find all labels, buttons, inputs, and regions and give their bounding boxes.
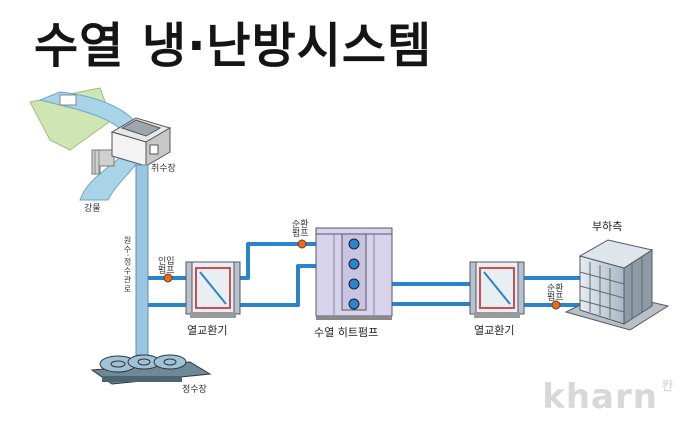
label-heat-pump: 수열 히트펌프: [314, 326, 379, 339]
label-inflow-pump: 인입 펌프: [158, 257, 175, 276]
circulation-pump-2-symbol: [551, 300, 561, 310]
load-side-building: [564, 239, 670, 331]
label-heat-exchanger-2: 열교환기: [474, 324, 515, 337]
circulation-pump-1-symbol: [297, 239, 307, 249]
heat-exchanger-2: [469, 261, 525, 318]
heat-exchanger-1: [185, 261, 241, 318]
label-circulation-pump-2: 순환 펌프: [547, 284, 564, 303]
label-heat-exchanger-1: 열교환기: [187, 324, 228, 337]
water-treatment-plant: [90, 354, 212, 385]
water-tower-pipe: [135, 164, 149, 356]
river-landscape: [29, 87, 146, 201]
label-circulation-pump-1: 순환 펌프: [292, 220, 309, 239]
label-raw-water-pipe: 원수·정수관로: [123, 236, 132, 294]
inflow-pump-symbol: [163, 273, 173, 283]
intake-station: [110, 117, 172, 167]
heat-pump-unit: [315, 227, 393, 320]
label-water-treatment-plant: 정수장: [182, 385, 207, 395]
page-title: 수열 냉·난방시스템: [34, 18, 433, 74]
label-intake-station: 취수장: [151, 164, 176, 174]
label-load-side: 부하측: [592, 220, 623, 233]
label-river-water: 강물: [84, 204, 101, 214]
intake-pipe: [91, 149, 115, 175]
